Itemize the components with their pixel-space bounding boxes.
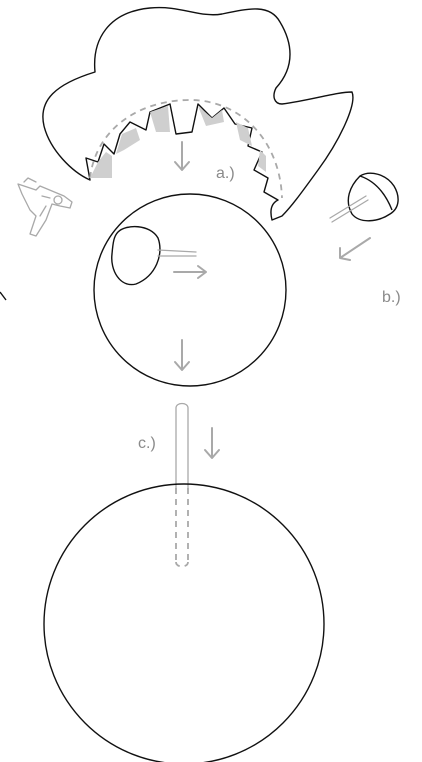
down-arrow-icon <box>174 339 190 371</box>
step-b-label: b.) <box>382 289 401 306</box>
glue-gun-icon <box>17 177 73 237</box>
down-arrow-icon <box>204 427 220 459</box>
step-a-label: a.) <box>216 165 235 182</box>
styrofoam-ball <box>93 193 287 387</box>
right-arrow-icon <box>173 265 207 279</box>
down-arrow-icon <box>174 141 190 171</box>
fabric-piece: a.) <box>42 6 354 221</box>
diagonal-arrow-icon <box>339 237 371 261</box>
edge-mark <box>0 291 7 301</box>
step-c-label: c.) <box>138 435 156 452</box>
half-sphere: b.) <box>329 172 401 306</box>
base-ball <box>43 483 325 762</box>
dowel-stick: c.) <box>138 402 220 568</box>
gray-tabs <box>90 106 266 178</box>
